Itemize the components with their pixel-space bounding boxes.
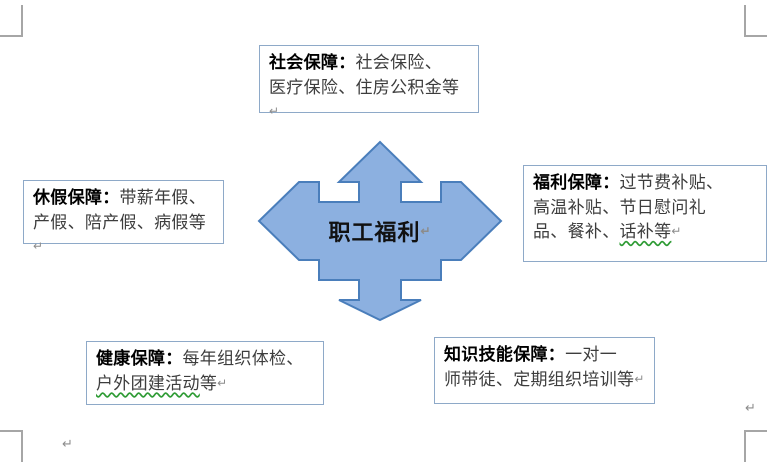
skill-security-body-line1: 一对一 — [565, 345, 618, 364]
paragraph-mark-icon: ↵ — [33, 239, 44, 254]
margin-mark-top-right-horizontal — [744, 35, 767, 37]
welfare-security-spellcheck-text: 话补等 — [619, 222, 672, 242]
leave-security-body-line1: 带薪年假、 — [119, 188, 206, 207]
page-paragraph-mark-bottom-right: ↵ — [745, 400, 756, 415]
social-security-body-line2: 医疗保险、住房公积金等 — [269, 77, 460, 97]
leave-security-label: 休假保障： — [33, 188, 120, 207]
leave-security-body-line2: 产假、陪产假、病假等 — [33, 212, 206, 232]
health-security-spellcheck-text: 户外团建活动 — [96, 373, 200, 393]
margin-mark-bottom-right-vertical — [744, 430, 746, 462]
health-security-label: 健康保障： — [96, 349, 183, 368]
welfare-security-body-line1: 过节费补贴、 — [619, 173, 724, 192]
textbox-welfare-security[interactable]: 福利保障：过节费补贴、 高温补贴、节日慰问礼 品、餐补、话补等↵ — [523, 165, 767, 262]
social-security-body-line1: 社会保险、 — [355, 53, 442, 72]
welfare-security-body-line2: 高温补贴、节日慰问礼 — [533, 197, 706, 217]
health-security-body-line1: 每年组织体检、 — [182, 349, 304, 368]
margin-mark-top-right-vertical — [744, 5, 746, 37]
margin-mark-bottom-right-horizontal — [744, 430, 767, 432]
textbox-leave-security[interactable]: 休假保障：带薪年假、 产假、陪产假、病假等 ↵ — [23, 180, 224, 253]
textbox-skill-security[interactable]: 知识技能保障：一对一 师带徒、定期组织培训等↵ — [434, 337, 655, 404]
welfare-security-label: 福利保障： — [533, 173, 620, 192]
paragraph-mark-icon: ↵ — [634, 371, 645, 386]
textbox-health-security[interactable]: 健康保障：每年组织体检、 户外团建活动等↵ — [86, 341, 324, 405]
page-paragraph-mark-bottom-left: ↵ — [62, 436, 73, 451]
margin-mark-bottom-left-horizontal — [0, 430, 23, 432]
health-security-body-line2b: 等 — [199, 373, 218, 393]
margin-mark-top-left-vertical — [21, 5, 23, 37]
quad-arrow-shape[interactable] — [255, 140, 505, 322]
paragraph-mark-icon: ↵ — [671, 224, 682, 239]
margin-mark-top-left-horizontal — [0, 35, 23, 37]
social-security-label: 社会保障： — [269, 53, 356, 72]
skill-security-body-line2: 师带徒、定期组织培训等 — [444, 369, 635, 389]
quad-arrow-icon — [257, 140, 503, 322]
paragraph-mark-icon: ↵ — [269, 104, 280, 119]
paragraph-mark-icon: ↵ — [217, 375, 228, 390]
margin-mark-bottom-left-vertical — [21, 430, 23, 462]
textbox-social-security[interactable]: 社会保障：社会保险、 医疗保险、住房公积金等 ↵ — [259, 45, 479, 118]
skill-security-label: 知识技能保障： — [444, 345, 566, 364]
welfare-security-body-line3a: 品、餐补、 — [533, 222, 620, 242]
